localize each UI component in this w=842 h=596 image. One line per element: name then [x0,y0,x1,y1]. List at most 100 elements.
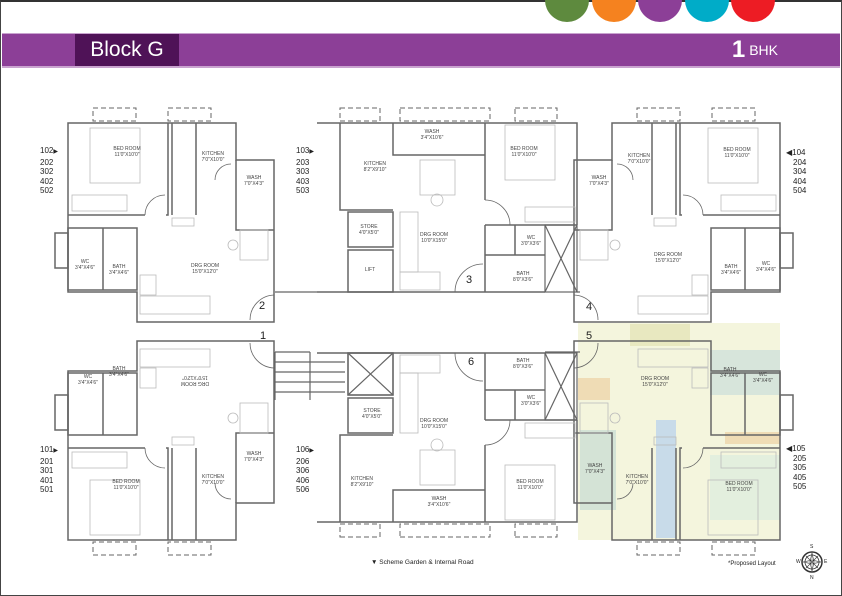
room-dimensions: 3'4"X4'6" [720,373,740,379]
flat-number-text: 106 [296,445,310,454]
room-name: WC [83,374,93,380]
room-name: Kitchen [202,474,224,480]
flat-number-text: 404 [793,176,807,186]
flat-number-text: 502 [40,186,54,195]
flat-number: 402 [40,177,58,187]
door-marker: 5 [585,330,593,342]
flat-number: 502 [40,186,58,196]
room-name: Drg Room [653,252,683,258]
room-name: Bed Room [516,479,544,485]
room-label: Drg Room15'0"X12'0" [181,374,209,386]
room-name: Bed Room [725,481,753,487]
room-label: Kitchen7'0"X10'0" [628,153,651,165]
room-name: Store [363,408,381,414]
room-label: Wash7'0"X4'3" [589,175,609,187]
room-name: WC [758,372,768,378]
flat-number: 506 [296,485,314,495]
room-name: Wash [246,451,262,457]
room-dimensions: 11'0"X10'0" [724,153,750,159]
flat-number: 205 [786,454,806,464]
flat-number: 302 [40,167,58,177]
room-dimensions: 7'0"X10'0" [201,157,225,163]
flat-number: 406 [296,476,314,486]
room-dimensions: 3'0"X3'6" [521,401,541,407]
room-dimensions: 4'0"X5'0" [362,414,382,420]
room-name: Bath [724,264,738,270]
flat-number: ◀105 [786,444,806,454]
proposed-layout-note: *Proposed Layout [728,561,776,567]
flat-number: 102▶ [40,146,58,158]
flat-number-text: 105 [792,444,806,453]
flat-number-text: 306 [296,466,310,475]
flat-number-text: 201 [40,456,54,466]
room-dimensions: 15'0"X12'0" [182,374,208,380]
room-name: Bed Room [113,146,141,152]
room-dimensions: 11'0"X10'0" [517,485,543,491]
flat-number-text: 405 [793,472,807,482]
compass-n: N [810,575,814,581]
room-name: Bed Room [112,479,140,485]
flat-number: 306 [296,466,314,476]
room-dimensions: 3'4"X10'6" [427,502,451,508]
pointer-right-icon: ▶ [309,448,314,454]
room-dimensions: 15'0"X12'0" [655,258,681,264]
room-label: Bath3'4"X4'6" [720,367,740,379]
room-dimensions: 8'2"X9'10" [363,167,387,173]
flat-number: 202 [40,158,58,168]
room-label: Wash3'4"X10'6" [428,496,451,508]
room-dimensions: 7'0"X10'0" [201,480,225,486]
room-name: Bed Room [723,147,751,153]
room-name: Bath [723,367,737,373]
flat-number: 305 [786,463,806,473]
room-label: Bath3'4"X4'6" [109,264,129,276]
brand-dot [591,0,636,22]
room-name: Kitchen [628,153,650,159]
room-dimensions: 3'4"X4'6" [756,267,776,273]
room-dimensions: 10'0"X15'0" [421,238,447,244]
pointer-right-icon: ▶ [309,149,314,155]
room-dimensions: 3'4"X4'6" [109,372,129,378]
room-dimensions: 11'0"X10'0" [114,152,140,158]
room-name: Drg Room [419,232,449,238]
room-name: WC [80,259,90,265]
flat-number-text: 102 [40,146,54,155]
room-label: Drg Room15'0"X12'0" [641,376,669,388]
room-label: Bath3'4"X4'6" [109,366,129,378]
room-name: Drg Room [419,418,449,424]
room-dimensions: 15'0"X12'0" [192,269,218,275]
flat-number-text: 403 [296,176,310,186]
flat-number: 503 [296,186,314,196]
flat-number-text: 101 [40,445,54,454]
room-label: Kitchen7'0"X10'0" [202,474,225,486]
flat-number-text: 104 [792,148,806,157]
room-name: Drg Room [180,380,210,386]
room-dimensions: 3'4"X4'6" [75,265,95,271]
room-dimensions: 7'0"X4'3" [244,457,264,463]
room-name: Wash [431,496,447,502]
flat-number: 404 [786,177,806,187]
room-name: Kitchen [202,151,224,157]
flat-number-text: 206 [296,456,310,466]
pointer-left-icon: ◀ [786,148,793,157]
room-dimensions: 3'4"X4'6" [721,270,741,276]
room-name: Kitchen [364,161,386,167]
flat-number-text: 506 [296,485,310,494]
flat-number-text: 103 [296,146,310,155]
room-name: WC [526,395,536,401]
road-note-text: Scheme Garden & Internal Road [379,559,474,566]
room-label: Drg Room10'0"X15'0" [420,418,448,430]
room-label: Store4'0"X5'0" [362,408,382,420]
flat-number: 103▶ [296,146,314,158]
room-dimensions: 7'0"X10'0" [625,480,649,486]
room-label: Kitchen7'0"X10'0" [202,151,225,163]
room-dimensions: 11'0"X10'0" [511,152,537,158]
room-name: Store [360,224,378,230]
unit-type-label: BHK [749,42,778,58]
